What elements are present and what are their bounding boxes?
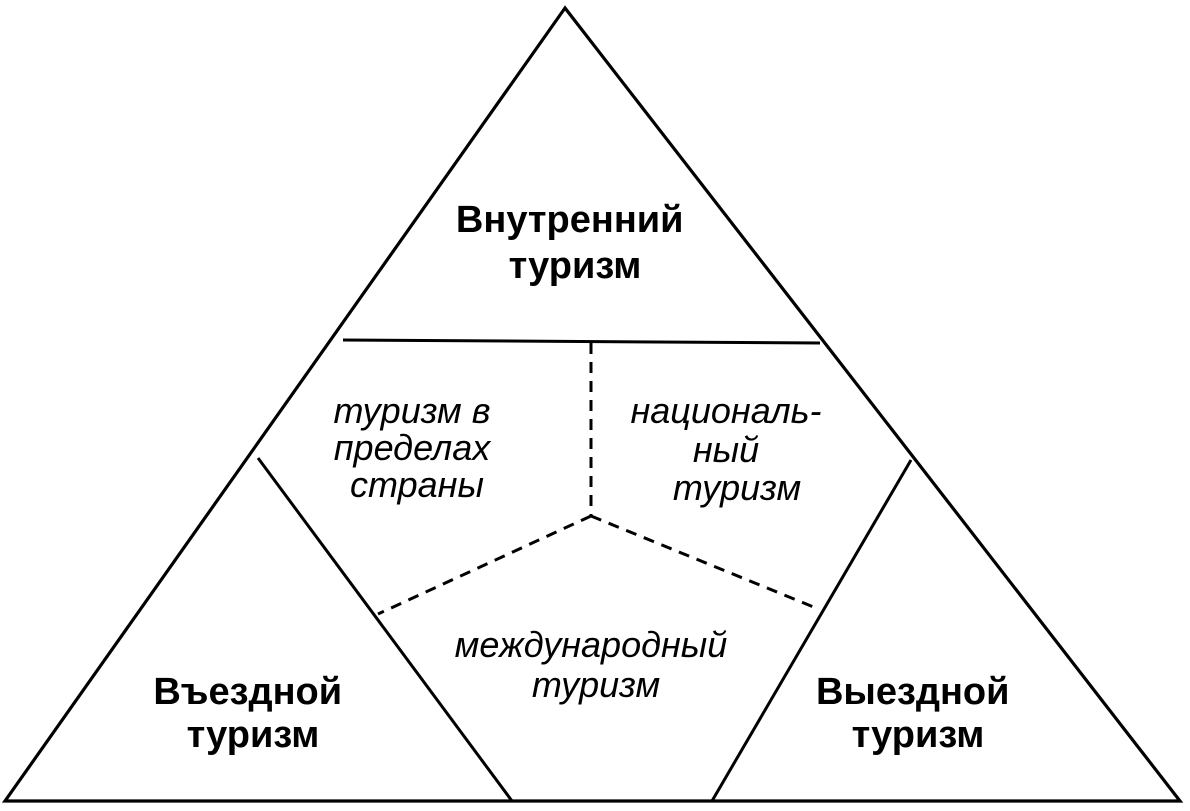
top-section-divider [342,338,821,345]
label-inner-tourism: Внутренний туризм [456,199,694,287]
label-inbound-tourism-line2: туризм [187,714,320,756]
label-domestic-tourism: туризм в пределах страны [333,390,500,505]
label-outbound-tourism-line1: Выездной [816,671,1010,713]
label-national-tourism-line1: националь- [630,390,821,431]
right-triangle-edge [710,459,913,802]
label-inbound-tourism-line1: Въездной [153,671,342,713]
label-international-tourism: международный туризм [455,624,738,705]
label-outbound-tourism: Выездной туризм [816,671,1020,756]
label-national-tourism-line3: туризм [673,467,801,508]
label-inbound-tourism: Въездной туризм [153,671,352,756]
label-domestic-tourism-line3: страны [350,464,484,505]
label-national-tourism-line2: ный [693,429,759,470]
label-inner-tourism-line1: Внутренний [456,199,684,241]
label-international-tourism-line1: международный [455,624,728,665]
left-triangle-edge [256,457,514,802]
label-international-tourism-line2: туризм [532,664,660,705]
label-national-tourism: националь- ный туризм [630,390,831,508]
label-outbound-tourism-line2: туризм [852,714,985,756]
label-inner-tourism-line2: туризм [509,245,642,287]
outer-triangle [1,5,1184,803]
dashed-right-divider [590,514,817,610]
dashed-left-divider [377,514,592,616]
label-domestic-tourism-line2: пределах [334,427,492,468]
label-domestic-tourism-line1: туризм в [333,390,490,431]
